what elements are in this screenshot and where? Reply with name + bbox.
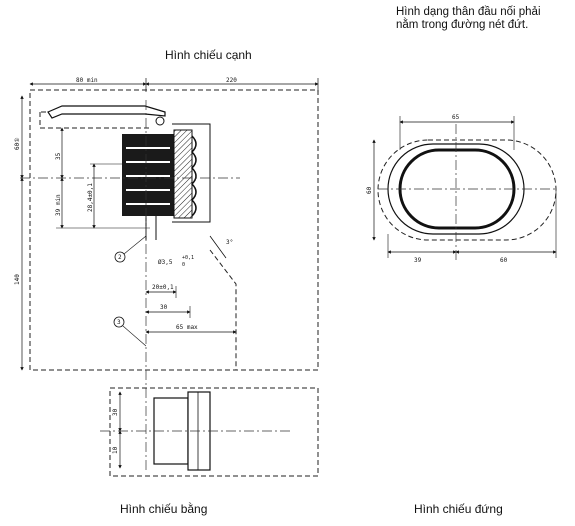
- note-text: Hình dạng thân đầu nối phải nằm trong đư…: [396, 6, 541, 31]
- dim-angle: 3°: [226, 239, 233, 246]
- dim-80min: 80 min: [76, 77, 98, 84]
- dim-f60h: 60: [500, 257, 508, 264]
- side-view: 80 min 220 60① 35 39 min 28,4±0,1 140 Ø3…: [14, 77, 319, 470]
- dim-35: 35: [55, 152, 62, 160]
- caption-front-view: Hình chiếu đứng: [414, 502, 503, 516]
- pivot: [155, 116, 165, 126]
- caption-top-view: Hình chiếu bằng: [120, 502, 208, 516]
- dim-hole-tol: +0,1: [182, 255, 194, 261]
- dim-hole: Ø3,5: [158, 259, 173, 266]
- dim-30a: 30: [160, 304, 168, 311]
- dim-f65: 65: [452, 114, 460, 121]
- caption-side-view: Hình chiếu cạnh: [165, 48, 252, 62]
- connector-flange: [173, 129, 193, 219]
- top-view: 30 10: [100, 387, 319, 477]
- dim-65max: 65 max: [176, 324, 198, 331]
- front-view: 65 60 39 60: [366, 114, 557, 264]
- dim-60o: 60①: [14, 137, 21, 150]
- housing: [172, 123, 211, 223]
- dim-220: 220: [226, 77, 237, 84]
- dim-f39: 39: [414, 257, 422, 264]
- callout-2: 2: [118, 254, 122, 261]
- lever-arm: [47, 105, 166, 119]
- dim-hole-tol2: 0: [182, 262, 185, 268]
- dim-20: 20±0,1: [152, 284, 174, 291]
- dim-30b: 30: [112, 408, 119, 416]
- side-envelope: [29, 89, 319, 371]
- front-envelope: [377, 139, 557, 241]
- dim-10: 10: [112, 446, 119, 454]
- dim-f60v: 60: [366, 186, 373, 194]
- dim-140: 140: [14, 274, 21, 285]
- dim-39min: 39 min: [55, 194, 62, 216]
- callout-3: 3: [117, 319, 121, 326]
- dim-28: 28,4±0,1: [87, 183, 94, 212]
